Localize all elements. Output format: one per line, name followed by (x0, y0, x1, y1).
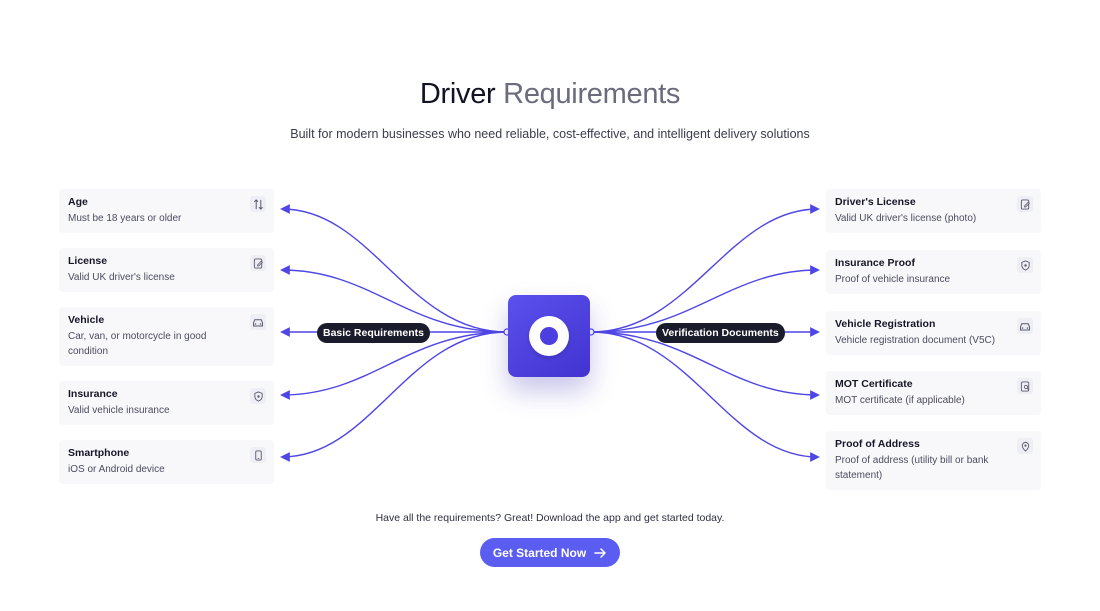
card-desc: Vehicle registration document (V5C) (835, 335, 996, 346)
smartphone-icon (250, 447, 266, 463)
card-mot-certificate: MOT Certificate MOT certificate (if appl… (826, 371, 1041, 415)
connector-line-right-1 (590, 265, 820, 333)
card-desc: Valid UK driver's license (photo) (835, 213, 977, 224)
arrow-right-icon (594, 547, 606, 558)
card-vehicle-registration: Vehicle Registration Vehicle registratio… (826, 311, 1041, 355)
card-title: Insurance (68, 388, 118, 400)
cta-text: Have all the requirements? Great! Downlo… (375, 512, 725, 524)
shield-icon (1017, 257, 1033, 273)
verification-documents-label: Verification Documents (656, 323, 785, 343)
card-desc: Must be 18 years or older (68, 213, 182, 224)
card-license: License Valid UK driver's license (59, 248, 274, 292)
basic-requirements-label: Basic Requirements (317, 323, 430, 343)
document-edit-icon (1017, 196, 1033, 212)
connector-line-left-4 (280, 331, 508, 462)
connector-line-left-1 (280, 265, 508, 333)
card-title: MOT Certificate (835, 378, 913, 390)
card-desc: Proof of vehicle insurance (835, 274, 951, 285)
car-icon (1017, 318, 1033, 334)
card-title: Vehicle (68, 314, 105, 326)
button-label: Get Started Now (492, 545, 587, 560)
card-desc: Proof of address (utility bill or bank s… (835, 455, 989, 481)
title-accent: Requirements (503, 78, 681, 110)
card-title: Smartphone (68, 447, 130, 459)
card-age: Age Must be 18 years or older (59, 189, 274, 233)
sort-arrows-icon (250, 196, 266, 212)
connector-line-left-3 (280, 331, 508, 400)
connector-line-right-3 (590, 331, 820, 400)
card-title: Driver's License (835, 196, 916, 208)
card-smartphone: Smartphone iOS or Android device (59, 440, 274, 484)
card-insurance: Insurance Valid vehicle insurance (59, 381, 274, 425)
card-desc: MOT certificate (if applicable) (835, 395, 965, 406)
car-icon (250, 314, 266, 330)
card-title: Vehicle Registration (835, 318, 936, 330)
card-desc: Valid vehicle insurance (68, 405, 170, 416)
location-pin-icon (1017, 438, 1033, 454)
card-title: Insurance Proof (835, 257, 915, 269)
ring-logo-icon (529, 316, 569, 356)
app-logo-hub (508, 295, 590, 377)
card-desc: Valid UK driver's license (68, 272, 175, 283)
connector-line-left-0 (280, 204, 508, 333)
document-edit-icon (250, 255, 266, 271)
card-title: Proof of Address (835, 438, 920, 450)
page-title: Driver Requirements (0, 78, 1100, 111)
card-title: License (68, 255, 108, 267)
card-vehicle: Vehicle Car, van, or motorcycle in good … (59, 307, 274, 366)
page-subtitle: Built for modern businesses who need rel… (290, 127, 810, 141)
card-desc: Car, van, or motorcycle in good conditio… (68, 331, 207, 357)
title-main: Driver (419, 78, 496, 110)
card-proof-of-address: Proof of Address Proof of address (utili… (826, 431, 1041, 490)
card-insurance-proof: Insurance Proof Proof of vehicle insuran… (826, 250, 1041, 294)
card-desc: iOS or Android device (68, 464, 165, 475)
card-drivers-license: Driver's License Valid UK driver's licen… (826, 189, 1041, 233)
document-search-icon (1017, 378, 1033, 394)
connector-line-right-4 (590, 331, 820, 462)
connector-line-right-0 (590, 204, 820, 333)
shield-icon (250, 388, 266, 404)
card-title: Age (68, 196, 88, 208)
get-started-button[interactable]: Get Started Now (480, 538, 620, 567)
